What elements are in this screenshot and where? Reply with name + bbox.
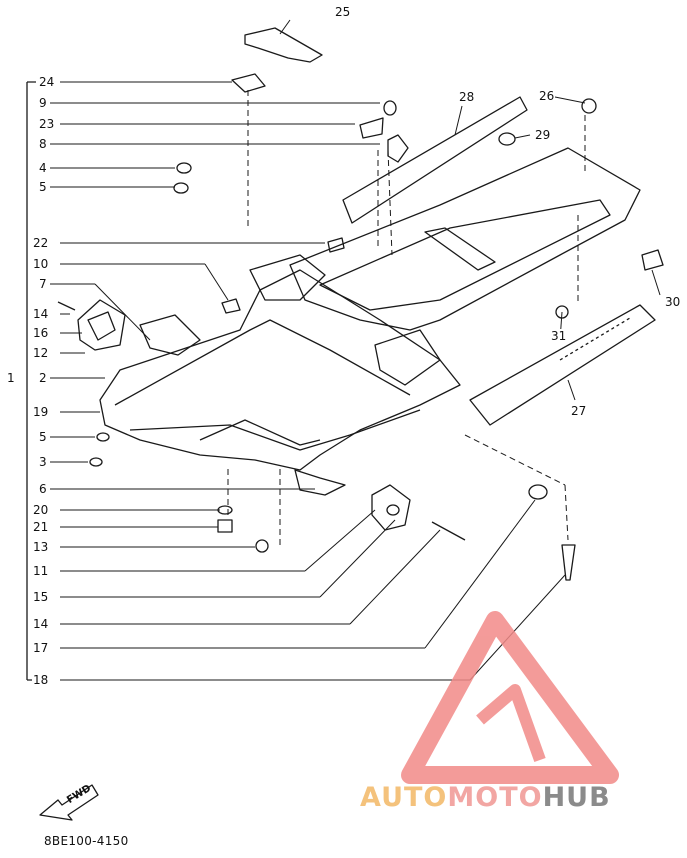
callout-3: 3 xyxy=(38,455,48,469)
part-21-collar xyxy=(217,519,233,533)
callout-14-lower: 14 xyxy=(32,617,50,631)
callout-2: 2 xyxy=(38,371,48,385)
callout-25: 25 xyxy=(334,5,352,19)
part-14-bolt-right xyxy=(431,521,466,541)
lower-frame-outline xyxy=(99,269,461,471)
part-5-grommet-lower xyxy=(96,432,110,442)
brand-auto: AUTO xyxy=(360,782,448,813)
watermark-logo xyxy=(401,611,619,784)
callout-10: 10 xyxy=(32,257,50,271)
callout-23: 23 xyxy=(38,117,56,131)
callout-26: 26 xyxy=(538,89,556,103)
callout-30: 30 xyxy=(664,295,682,309)
part-3-grommet xyxy=(89,457,103,467)
callout-4: 4 xyxy=(38,161,48,175)
part-15-hole xyxy=(386,504,400,516)
callout-21: 21 xyxy=(32,520,50,534)
part-26-cap xyxy=(581,98,597,114)
callout-22: 22 xyxy=(32,236,50,250)
part-17-cap xyxy=(528,484,548,500)
frame-box xyxy=(374,329,441,386)
part-25-panel xyxy=(244,27,323,63)
callout-27: 27 xyxy=(570,404,588,418)
part-9-grommet xyxy=(383,100,397,116)
part-8-bracket xyxy=(387,134,409,163)
callout-15: 15 xyxy=(32,590,50,604)
callout-16: 16 xyxy=(32,326,50,340)
callout-31: 31 xyxy=(550,329,568,343)
lower-frame-rail-left xyxy=(114,319,411,406)
part-7-bracket xyxy=(139,314,201,356)
part-16-boot xyxy=(77,299,126,351)
part-5-grommet xyxy=(173,182,189,194)
fwd-arrow-icon xyxy=(39,784,99,821)
callout-1: 1 xyxy=(6,371,16,385)
callout-13: 13 xyxy=(32,540,50,554)
part-28-side-rail xyxy=(342,96,528,224)
frame-boss xyxy=(249,254,326,301)
part-13-grommet xyxy=(255,539,269,553)
callout-6: 6 xyxy=(38,482,48,496)
callout-19: 19 xyxy=(32,405,50,419)
callout-8: 8 xyxy=(38,137,48,151)
part-16-boot-ring xyxy=(87,311,116,341)
brand-watermark: AUTOMOTOHUB xyxy=(360,782,611,813)
part-4-grommet xyxy=(176,162,192,174)
part-10-pad xyxy=(221,298,241,314)
callout-28: 28 xyxy=(458,90,476,104)
frame-leg xyxy=(294,469,346,496)
part-23-pad xyxy=(359,117,384,139)
callout-9: 9 xyxy=(38,96,48,110)
tray-mount xyxy=(424,227,496,271)
part-14-bolt-left xyxy=(57,301,76,311)
callout-12: 12 xyxy=(32,346,50,360)
lower-frame-crossbar xyxy=(199,419,321,446)
callout-17: 17 xyxy=(32,641,50,655)
part-27-side-strip xyxy=(469,304,656,426)
brand-hub: HUB xyxy=(542,782,611,813)
callout-7: 7 xyxy=(38,277,48,291)
part-20-washer xyxy=(217,505,233,515)
callout-18: 18 xyxy=(32,673,50,687)
part-24-pad xyxy=(231,73,266,93)
callout-20: 20 xyxy=(32,503,50,517)
main-tray-inner xyxy=(319,199,611,311)
part-18-bolt xyxy=(561,544,576,581)
callout-29: 29 xyxy=(534,128,552,142)
part-29-ring xyxy=(498,132,516,146)
part-27-stripe xyxy=(559,317,631,361)
brand-moto: MOTO xyxy=(447,782,543,813)
part-30-clip xyxy=(641,249,664,271)
callout-24: 24 xyxy=(38,75,56,89)
callout-11: 11 xyxy=(32,564,50,578)
part-code: 8BE100-4150 xyxy=(44,834,129,848)
part-31-nut xyxy=(555,305,569,319)
main-tray-top xyxy=(289,147,641,331)
callout-14: 14 xyxy=(32,307,50,321)
lower-frame-rail-right xyxy=(129,409,421,451)
callout-5: 5 xyxy=(38,180,48,194)
part-15-mount xyxy=(371,484,411,531)
leader-lines xyxy=(50,19,661,681)
callout-5-lower: 5 xyxy=(38,430,48,444)
